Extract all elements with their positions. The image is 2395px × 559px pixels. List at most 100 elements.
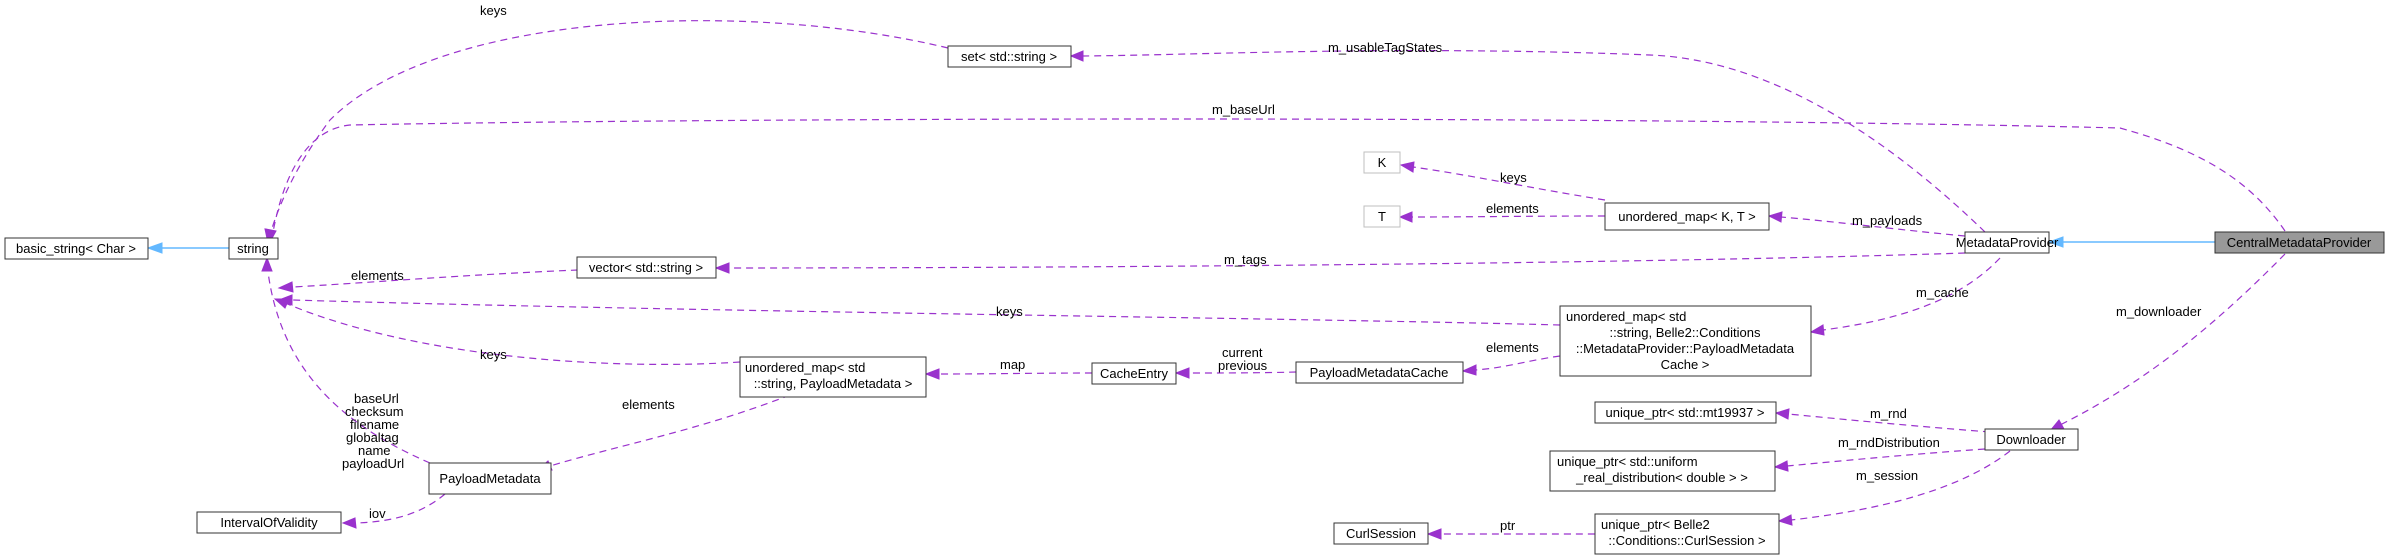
edge-cache <box>1822 257 2001 331</box>
edge-current-previous <box>1187 371 1297 374</box>
arrowhead-inherit-provider <box>2047 236 2064 248</box>
node-basic-string[interactable]: basic_string< Char > <box>4 237 149 260</box>
node-central-metadata-provider-label: CentralMetadataProvider <box>2227 235 2372 250</box>
edge-label-ptr: ptr <box>1500 518 1516 533</box>
edge-iov <box>354 493 446 524</box>
node-unique-ptr-mt[interactable]: unique_ptr< std::mt19937 > <box>1594 401 1777 424</box>
arrowhead-cache <box>1809 324 1825 336</box>
arrowhead-keys-umap <box>273 298 290 309</box>
edge-string-fields <box>267 271 431 464</box>
node-string-label: string <box>237 241 269 256</box>
node-payload-metadata-label: PayloadMetadata <box>439 471 541 486</box>
edge-tags <box>728 252 1966 269</box>
edge-label-current: current <box>1222 345 1263 360</box>
node-unordered-map-cache[interactable]: unordered_map< std ::string, Belle2::Con… <box>1559 305 1812 377</box>
edge-set-keys <box>269 20 949 236</box>
node-vector-string-label: vector< std::string > <box>589 260 703 275</box>
node-unique-ptr-uniform-line-1: unique_ptr< std::uniform <box>1557 454 1698 469</box>
node-vector-string[interactable]: vector< std::string > <box>576 256 717 279</box>
edge-label-rnd: m_rnd <box>1870 406 1907 421</box>
node-k[interactable]: K <box>1363 151 1401 174</box>
arrowhead-tags <box>714 262 730 274</box>
edge-label-elements-payload: elements <box>622 397 675 412</box>
edge-label-previous: previous <box>1218 358 1268 373</box>
edge-label-tags: m_tags <box>1224 252 1267 267</box>
node-metadata-provider[interactable]: MetadataProvider <box>1956 231 2059 254</box>
edge-rnd <box>1787 413 1991 433</box>
node-payload-metadata[interactable]: PayloadMetadata <box>428 462 552 495</box>
node-t[interactable]: T <box>1363 205 1401 228</box>
node-unique-ptr-uniform[interactable]: unique_ptr< std::uniform _real_distribut… <box>1549 450 1776 492</box>
node-unordered-map-cache-line-4: Cache > <box>1661 357 1710 372</box>
node-unordered-map-payload-line-2: ::string, PayloadMetadata > <box>754 376 913 391</box>
edge-label-elements-t: elements <box>1486 201 1539 216</box>
node-payload-metadata-cache[interactable]: PayloadMetadataCache <box>1295 361 1464 384</box>
node-curl-session[interactable]: CurlSession <box>1333 522 1429 545</box>
node-cache-entry[interactable]: CacheEntry <box>1091 362 1177 385</box>
arrowhead-rnd <box>1774 408 1790 420</box>
arrowhead-inherit-string <box>146 242 163 254</box>
arrowhead-payloads <box>1767 211 1783 223</box>
node-unique-ptr-mt-label: unique_ptr< std::mt19937 > <box>1605 405 1764 420</box>
node-string[interactable]: string <box>228 237 279 260</box>
edge-elements-payload <box>549 394 791 467</box>
edge-label-field-payloadurl: payloadUrl <box>342 456 404 471</box>
node-t-label: T <box>1378 209 1386 224</box>
node-downloader-label: Downloader <box>1996 432 2066 447</box>
edge-label-elements-cache: elements <box>1486 340 1539 355</box>
node-curl-session-label: CurlSession <box>1346 526 1416 541</box>
node-basic-string-label: basic_string< Char > <box>16 241 136 256</box>
node-unordered-map-cache-line-2: ::string, Belle2::Conditions <box>1609 325 1761 340</box>
node-unique-ptr-curl-line-2: ::Conditions::CurlSession > <box>1608 533 1765 548</box>
edge-rnd-distribution <box>1786 448 1986 467</box>
node-interval-of-validity-label: IntervalOfValidity <box>220 515 318 530</box>
node-unordered-map-kt-label: unordered_map< K, T > <box>1618 209 1756 224</box>
node-interval-of-validity[interactable]: IntervalOfValidity <box>196 511 342 534</box>
arrowhead-session <box>1777 514 1793 526</box>
arrowhead-map <box>924 368 940 380</box>
arrowhead-rnd-distribution <box>1773 460 1789 472</box>
arrowhead-keys-k <box>1399 161 1415 173</box>
node-set-string[interactable]: set< std::string > <box>947 45 1072 68</box>
node-unordered-map-payload[interactable]: unordered_map< std ::string, PayloadMeta… <box>739 356 927 398</box>
edge-label-base-url: m_baseUrl <box>1212 102 1275 117</box>
node-unordered-map-kt[interactable]: unordered_map< K, T > <box>1604 202 1770 231</box>
edge-labels: keys m_usableTagStates m_baseUrl keys el… <box>342 3 2202 533</box>
arrowhead-elements-cache <box>1461 364 1477 376</box>
node-central-metadata-provider[interactable]: CentralMetadataProvider <box>2214 231 2385 254</box>
node-unique-ptr-curl[interactable]: unique_ptr< Belle2 ::Conditions::CurlSes… <box>1594 513 1780 555</box>
node-unordered-map-payload-line-1: unordered_map< std <box>745 360 865 375</box>
edge-keys-cache <box>291 299 1561 326</box>
edge-map <box>937 372 1093 375</box>
edge-elements-vector <box>292 269 579 288</box>
arrowhead-usable-tag-states <box>1069 50 1084 62</box>
arrowhead-elements-vector <box>277 281 294 293</box>
arrowhead-base-url <box>265 228 277 244</box>
edge-label-map: map <box>1000 357 1025 372</box>
arrowhead-elements-t <box>1398 211 1413 223</box>
edge-label-elements-vector: elements <box>351 268 404 283</box>
edge-label-payloads: m_payloads <box>1852 213 1923 228</box>
edge-label-cache: m_cache <box>1916 285 1969 300</box>
node-cache-entry-label: CacheEntry <box>1100 366 1168 381</box>
edges <box>146 20 2286 540</box>
arrowhead-string-fields <box>261 256 273 272</box>
edge-usable-tag-states <box>1082 49 1986 233</box>
edge-label-keys-k: keys <box>1500 170 1527 185</box>
edge-label-downloader: m_downloader <box>2116 304 2202 319</box>
node-unique-ptr-curl-line-1: unique_ptr< Belle2 <box>1601 517 1710 532</box>
node-downloader[interactable]: Downloader <box>1984 428 2079 451</box>
arrowhead-ptr <box>1426 528 1442 540</box>
node-unordered-map-cache-line-3: ::MetadataProvider::PayloadMetadata <box>1576 341 1795 356</box>
edge-label-field-checksum: checksum <box>345 404 404 419</box>
node-k-label: K <box>1378 155 1387 170</box>
edge-elements-t <box>1411 215 1606 218</box>
edge-label-field-filename: filename <box>350 417 399 432</box>
edge-downloader <box>2059 253 2286 426</box>
node-unique-ptr-uniform-line-2: _real_distribution< double > > <box>1575 470 1748 485</box>
edge-label-keys-set: keys <box>480 3 507 18</box>
nodes: basic_string< Char > string IntervalOfVa… <box>4 45 2385 555</box>
edge-label-rnd-distribution: m_rndDistribution <box>1838 435 1940 450</box>
edge-label-iov: iov <box>369 506 386 521</box>
